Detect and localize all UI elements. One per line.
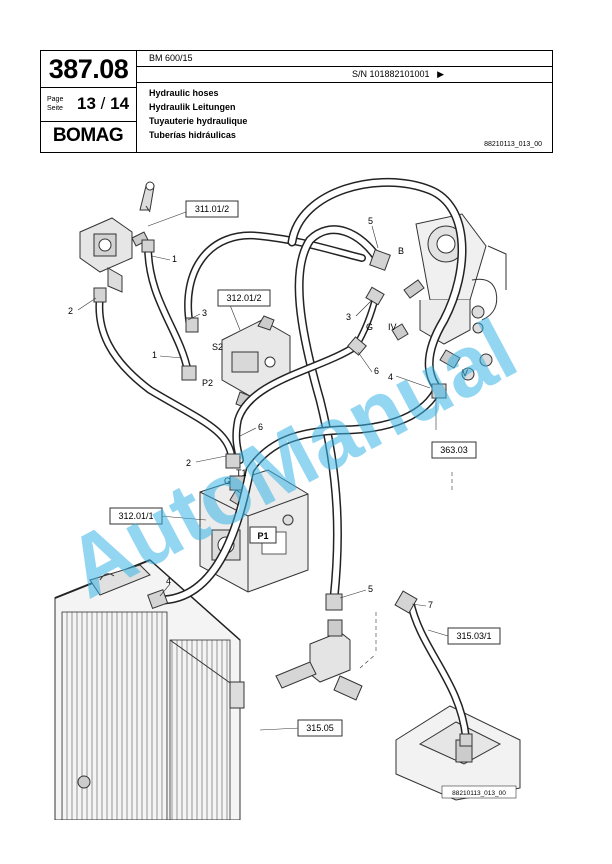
svg-text:V: V — [462, 368, 468, 378]
callout-3: 3 — [202, 308, 207, 318]
title-block-left: 387.08 Page Seite 13 / 14 BOMAG — [41, 51, 137, 152]
document-reference: 88210113_013_00 — [484, 141, 542, 148]
image-reference — [441, 785, 517, 799]
group-number: 387.08 — [41, 51, 136, 88]
svg-text:312.01/2: 312.01/2 — [226, 293, 261, 303]
bomag-logo: BOMAG — [52, 125, 124, 146]
callout-5: 5 — [368, 584, 373, 594]
hydraulic-hose-diagram: 311.01/2 312.01/2 363.03 312.01/1 315.03… — [54, 177, 521, 820]
tee-fitting — [275, 619, 363, 701]
svg-text:315.03/1: 315.03/1 — [456, 631, 491, 641]
ref-box-312-1 — [109, 507, 163, 525]
page-number: 13 / 14 — [77, 94, 130, 113]
callout-2: 2 — [68, 306, 73, 316]
hose-fittings — [93, 239, 473, 747]
svg-text:311.01/2: 311.01/2 — [195, 204, 229, 214]
callout-numbers: 1 1 2 2 3 3 4 4 5 5 6 6 7 — [68, 216, 433, 610]
svg-text:G: G — [366, 322, 373, 332]
ref-box-311 — [185, 200, 239, 218]
ref-box-312-2 — [217, 289, 271, 307]
title-fr: Tuyauterie hydraulique — [149, 116, 248, 126]
svg-text:315.05: 315.05 — [306, 723, 334, 733]
callout-6: 6 — [258, 422, 263, 432]
svg-text:IV: IV — [388, 322, 397, 332]
callout-5: 5 — [368, 216, 373, 226]
svg-text:P2: P2 — [202, 378, 213, 388]
title-de: Hydraulik Leitungen — [149, 102, 236, 112]
radiator — [54, 559, 245, 820]
ref-box-363 — [431, 441, 477, 459]
callout-1: 1 — [152, 350, 157, 360]
callout-7: 7 — [428, 600, 433, 610]
svg-text:P1: P1 — [257, 531, 268, 541]
svg-text:312.01/1: 312.01/1 — [118, 511, 153, 521]
reference-boxes: 311.01/2 312.01/2 363.03 312.01/1 315.03… — [109, 200, 517, 799]
ref-box-315-5 — [297, 719, 343, 737]
svg-text:B: B — [398, 246, 404, 256]
callout-6: 6 — [374, 366, 379, 376]
svg-text:T1: T1 — [236, 468, 247, 478]
title-es: Tuberías hidráulicas — [149, 130, 236, 140]
port-labels: S2 P2 T1 G G IV B V — [202, 246, 468, 486]
callout-2: 2 — [186, 458, 191, 468]
leader-lines — [77, 211, 453, 731]
section-titles: Hydraulic hoses Hydraulik Leitungen Tuya… — [149, 86, 247, 142]
motor-valve-assembly — [391, 213, 507, 381]
page-label: Page Seite — [47, 96, 64, 112]
p1-label-box — [249, 526, 277, 544]
page-indicator: Page Seite 13 / 14 — [41, 87, 136, 122]
svg-text:363.03: 363.03 — [440, 445, 468, 455]
model-name: BM 600/15 — [137, 51, 552, 67]
svg-text:S2: S2 — [212, 342, 223, 352]
hoses — [95, 177, 470, 742]
callout-4: 4 — [388, 372, 393, 382]
serial-number: S/N 101882101001 ▶ — [137, 67, 552, 83]
callout-4: 4 — [166, 576, 171, 586]
serial-arrow-icon: ▶ — [437, 69, 444, 79]
svg-text:G: G — [224, 476, 231, 486]
callout-3: 3 — [346, 312, 351, 322]
callout-1: 1 — [172, 254, 177, 264]
ref-box-315-3 — [447, 627, 501, 645]
title-block: 387.08 Page Seite 13 / 14 BOMAG BM 600/1… — [40, 50, 553, 153]
svg-text:88210113_013_00: 88210113_013_00 — [452, 790, 506, 797]
title-en: Hydraulic hoses — [149, 88, 219, 98]
small-valve-block — [221, 315, 291, 409]
filter-valve-block — [79, 181, 155, 293]
